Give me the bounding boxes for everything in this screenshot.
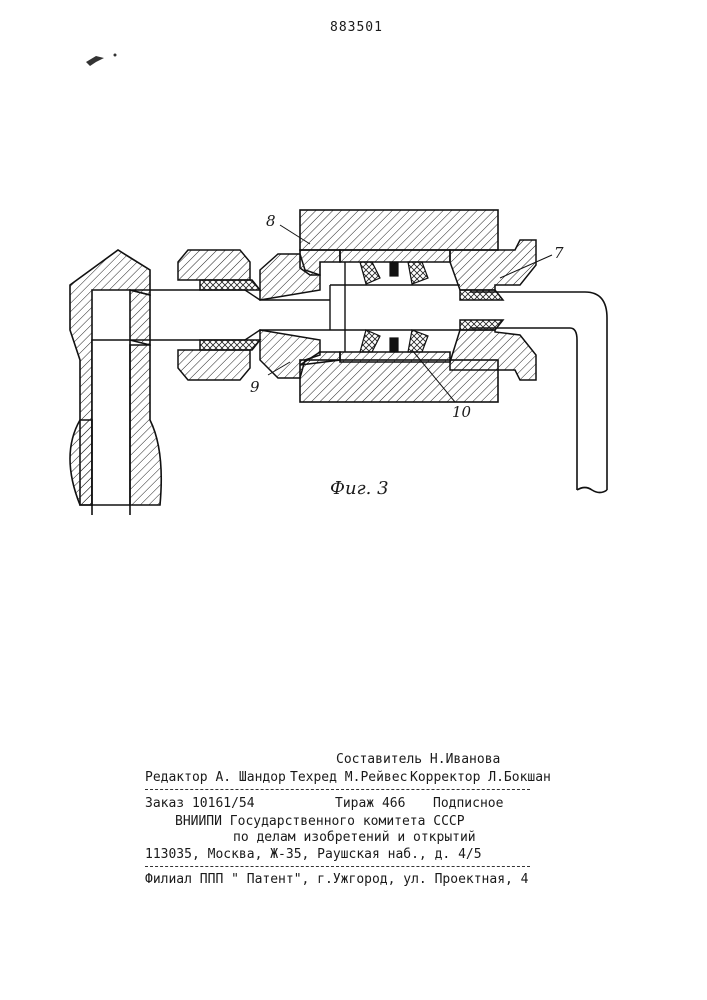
- order: Заказ 10161/54: [145, 796, 255, 811]
- org-line-1: ВНИИПИ Государственного комитета СССР: [175, 814, 465, 829]
- subscription: Подписное: [433, 796, 503, 811]
- divider-bottom: [145, 866, 530, 867]
- org-line-2: по делам изобретений и открытий: [233, 830, 476, 845]
- circulation: Тираж 466: [335, 796, 405, 811]
- label-part-9: 9: [250, 378, 260, 396]
- divider-top: [145, 789, 530, 790]
- branch: Филиал ППП " Патент", г.Ужгород, ул. Про…: [145, 872, 529, 887]
- compiler: Составитель Н.Иванова: [336, 752, 500, 767]
- techred: Техред М.Рейвес: [290, 770, 407, 785]
- figure-caption: Фиг. 3: [330, 478, 389, 499]
- address: 113035, Москва, Ж-35, Раушская наб., д. …: [145, 847, 482, 862]
- scan-specks: [86, 54, 117, 67]
- union-nut: [178, 250, 260, 380]
- editor: Редактор А. Шандор: [145, 770, 286, 785]
- corrector: Корректор Л.Бокшан: [410, 770, 551, 785]
- label-part-10: 10: [452, 403, 471, 421]
- seals-part-10: [360, 262, 428, 352]
- right-nut-part-7: [450, 240, 536, 380]
- label-part-7: 7: [554, 244, 564, 262]
- label-part-8: 8: [266, 212, 276, 230]
